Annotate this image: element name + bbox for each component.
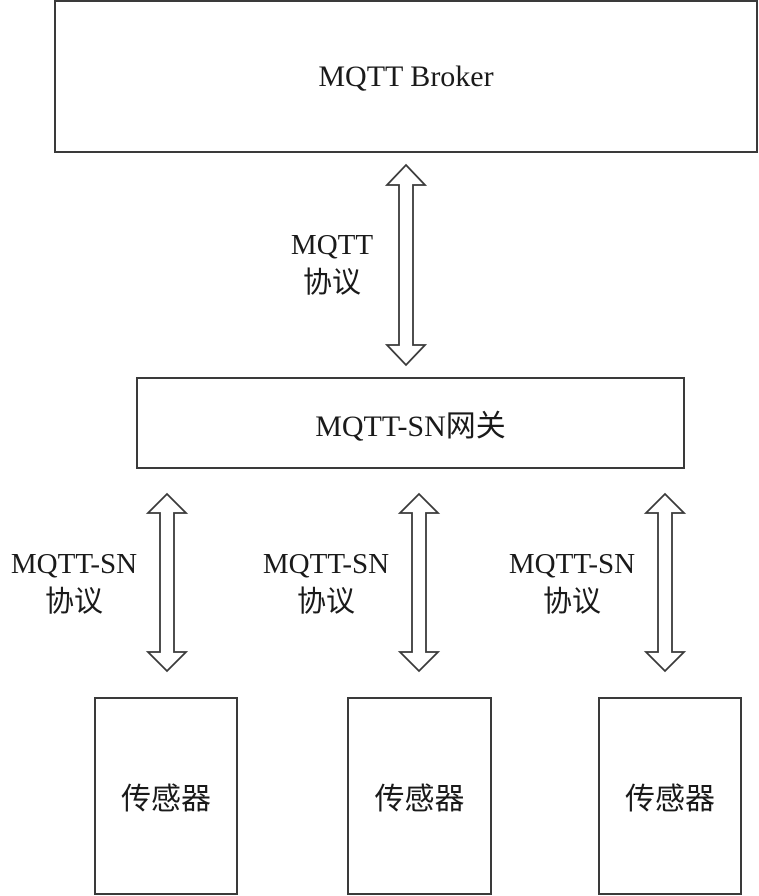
mqtt-sn-protocol-1-line1: MQTT-SN [10, 548, 138, 580]
mqtt-sn-protocol-2-line1: MQTT-SN [262, 548, 390, 580]
mqtt-sn-protocol-label-2: MQTT-SN 协议 [251, 545, 401, 621]
gateway-sensor-arrow-1 [145, 492, 189, 673]
sensor-box-3: 传感器 [598, 697, 742, 895]
gateway-sensor-arrow-2 [397, 492, 441, 673]
mqtt-sn-gateway-box: MQTT-SN网关 [136, 377, 685, 469]
sensor-label-1: 传感器 [121, 783, 211, 816]
sensor-box-1: 传感器 [94, 697, 238, 895]
mqtt-protocol-line2: 协议 [302, 267, 361, 299]
mqtt-sn-protocol-3-line1: MQTT-SN [508, 548, 636, 580]
mqtt-broker-box: MQTT Broker [54, 0, 758, 153]
mqtt-sn-gateway-label: MQTT-SN网关 [315, 410, 506, 443]
mqtt-broker-label: MQTT Broker [318, 59, 494, 93]
broker-gateway-arrow [384, 163, 428, 367]
mqtt-sn-protocol-label-1: MQTT-SN 协议 [0, 545, 148, 621]
mqtt-protocol-line1: MQTT [290, 229, 374, 261]
sensor-label-2: 传感器 [374, 783, 465, 816]
mqtt-sn-protocol-label-3: MQTT-SN 协议 [497, 545, 647, 621]
mqtt-sn-protocol-2-line2: 协议 [296, 586, 355, 618]
mqtt-sn-protocol-1-line2: 协议 [44, 586, 103, 618]
sensor-label-3: 传感器 [625, 783, 715, 816]
sensor-box-2: 传感器 [347, 697, 492, 895]
mqtt-protocol-label: MQTT 协议 [284, 226, 380, 302]
gateway-sensor-arrow-3 [643, 492, 687, 673]
mqtt-sn-protocol-3-line2: 协议 [542, 586, 601, 618]
